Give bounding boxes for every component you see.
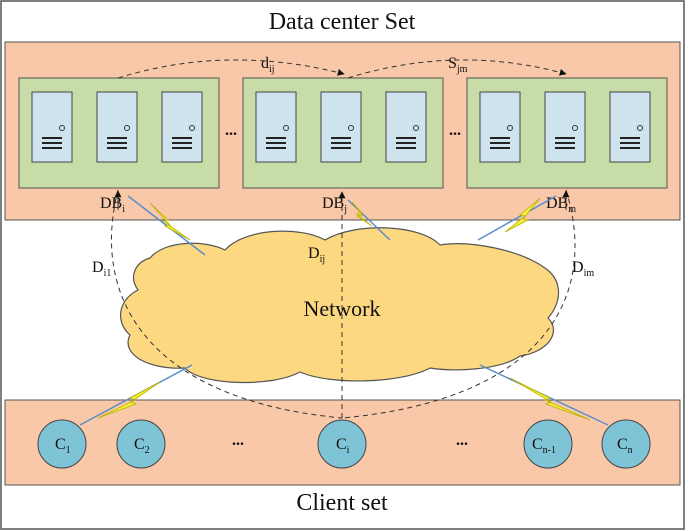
server-icon xyxy=(320,91,362,163)
label-db-j: DBj xyxy=(322,195,347,215)
server-icon xyxy=(255,91,297,163)
link-D-i1 xyxy=(111,189,343,419)
client-label: C2 xyxy=(134,436,150,456)
label-D-i1: Di1 xyxy=(92,259,111,279)
wireless-link-db-j xyxy=(347,199,391,241)
network-cloud xyxy=(119,227,560,384)
wireless-link-cn xyxy=(479,364,609,426)
datacenter-set-title: Data center Set xyxy=(269,9,416,35)
lightning-bolt-icon xyxy=(351,201,373,227)
lightning-bolt-icon xyxy=(149,202,191,241)
label-s-jm: Sjm xyxy=(448,55,468,75)
label-db-i: DBi xyxy=(100,195,125,215)
wireless-link-db-m xyxy=(477,195,557,241)
rack-db-i xyxy=(18,77,220,189)
server-icon xyxy=(609,91,651,163)
client-ci: Ci xyxy=(317,419,367,469)
server-icon xyxy=(161,91,203,163)
link-d-ij xyxy=(117,59,345,79)
client-ellipsis: ... xyxy=(232,432,244,449)
lightning-bolt-icon xyxy=(97,381,161,419)
server-icon xyxy=(385,91,427,163)
client-ellipsis: ... xyxy=(456,432,468,449)
client-c1: C1 xyxy=(37,419,87,469)
label-d-ij: dij xyxy=(261,55,275,75)
wireless-link-c1 xyxy=(79,364,193,426)
client-cn: Cn xyxy=(601,419,651,469)
client-cn-1: Cn-1 xyxy=(523,419,573,469)
client-label: Cn-1 xyxy=(532,436,556,456)
rack-db-j xyxy=(242,77,444,189)
wireless-link-db-i xyxy=(127,195,206,256)
label-D-ij: Dij xyxy=(308,245,325,265)
server-icon xyxy=(479,91,521,163)
lightning-bolt-icon xyxy=(509,377,591,421)
lightning-bolt-icon xyxy=(504,197,541,233)
rack-db-m xyxy=(466,77,668,189)
client-label: C1 xyxy=(55,436,71,456)
client-set-title: Client set xyxy=(296,490,388,516)
link-D-im xyxy=(341,189,576,419)
server-icon xyxy=(31,91,73,163)
server-icon xyxy=(544,91,586,163)
rack-ellipsis: ... xyxy=(225,122,237,139)
rack-ellipsis: ... xyxy=(449,122,461,139)
label-D-im: Dim xyxy=(572,259,594,279)
client-label: Ci xyxy=(336,436,350,456)
client-c2: C2 xyxy=(116,419,166,469)
server-icon xyxy=(96,91,138,163)
link-s-jm xyxy=(347,59,567,79)
client-label: Cn xyxy=(617,436,633,456)
